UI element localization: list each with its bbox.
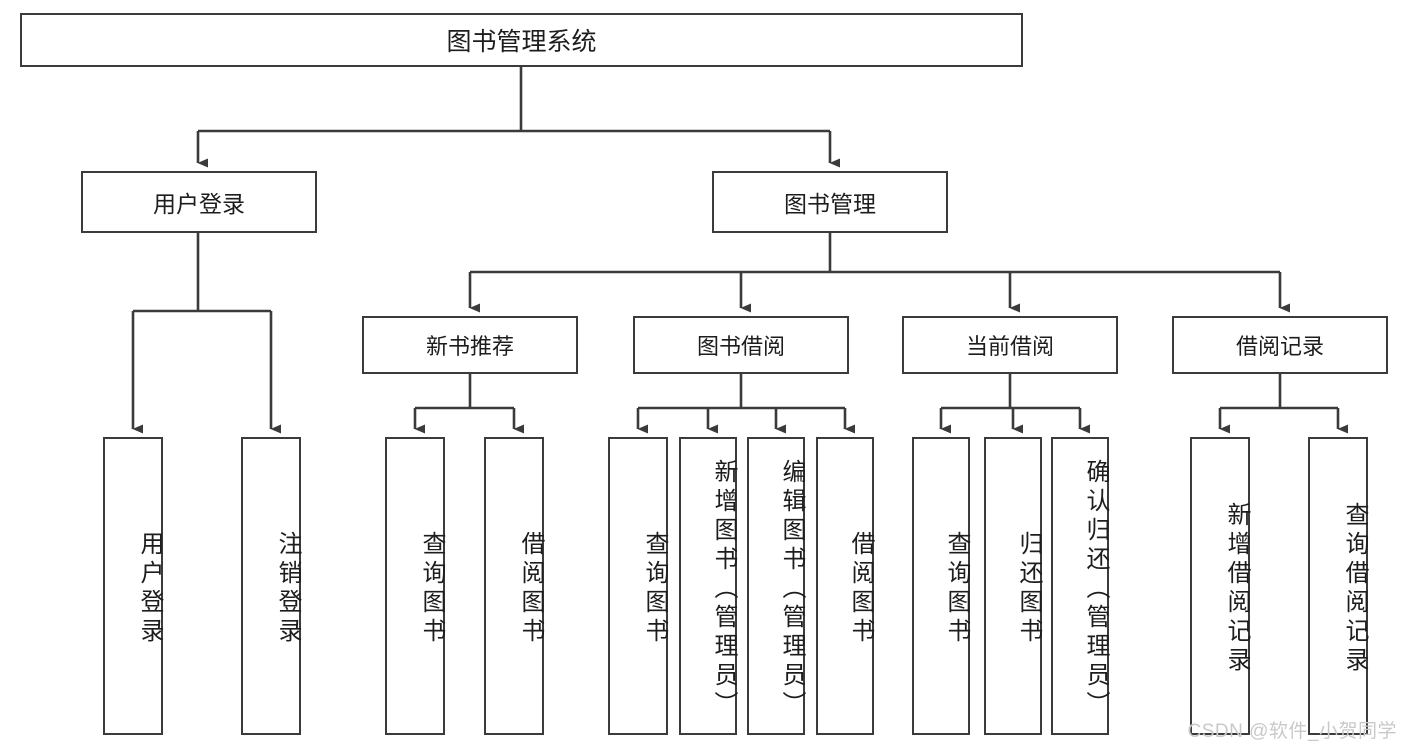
leaf-query-book[interactable]: 查询图书 (608, 437, 668, 735)
leaf-label: 确认归还（管理员） (1082, 458, 1109, 720)
leaf-label: 编辑图书（管理员） (778, 458, 805, 720)
leaf-return-book[interactable]: 归还图书 (984, 437, 1042, 735)
leaf-query-borrow-record[interactable]: 查询借阅记录 (1308, 437, 1368, 735)
node-book-borrow[interactable]: 图书借阅 (633, 316, 849, 374)
leaf-label: 归还图书 (1015, 531, 1042, 647)
node-book-management[interactable]: 图书管理 (712, 171, 948, 233)
node-borrow-record[interactable]: 借阅记录 (1172, 316, 1388, 374)
node-user-login[interactable]: 用户登录 (81, 171, 317, 233)
leaf-label: 查询图书 (943, 531, 970, 647)
leaf-user-login[interactable]: 用户登录 (103, 437, 163, 735)
node-new-book-recommend[interactable]: 新书推荐 (362, 316, 578, 374)
leaf-label: 注销登录 (274, 531, 301, 647)
leaf-add-book-admin[interactable]: 新增图书（管理员） (679, 437, 737, 735)
leaf-label: 查询图书 (641, 531, 668, 647)
leaf-query-book-current[interactable]: 查询图书 (912, 437, 970, 735)
leaf-label: 查询图书 (418, 531, 445, 647)
leaf-label: 借阅图书 (847, 531, 874, 647)
leaf-label: 新增图书（管理员） (710, 458, 737, 720)
leaf-edit-book-admin[interactable]: 编辑图书（管理员） (747, 437, 805, 735)
csdn-watermark: CSDN @软件_小贺同学 (1187, 721, 1397, 742)
leaf-label: 新增借阅记录 (1223, 502, 1250, 676)
node-current-borrow[interactable]: 当前借阅 (902, 316, 1118, 374)
leaf-query-book-recommend[interactable]: 查询图书 (385, 437, 445, 735)
leaf-logout[interactable]: 注销登录 (241, 437, 301, 735)
leaf-label: 查询借阅记录 (1341, 502, 1368, 676)
leaf-label: 用户登录 (136, 531, 163, 647)
leaf-borrow-book[interactable]: 借阅图书 (816, 437, 874, 735)
leaf-borrow-book-recommend[interactable]: 借阅图书 (484, 437, 544, 735)
node-root-system[interactable]: 图书管理系统 (20, 13, 1023, 67)
leaf-add-borrow-record[interactable]: 新增借阅记录 (1190, 437, 1250, 735)
leaf-confirm-return-admin[interactable]: 确认归还（管理员） (1051, 437, 1109, 735)
leaf-label: 借阅图书 (517, 531, 544, 647)
